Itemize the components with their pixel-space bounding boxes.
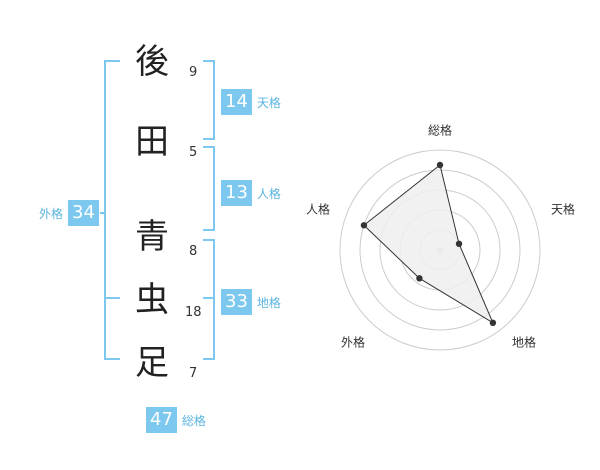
chikaku-label: 地格	[256, 295, 281, 310]
name-char-5: 足	[135, 343, 169, 383]
jinkaku-bracket	[203, 146, 215, 231]
radar-axis-label-jinkaku: 人格	[305, 202, 331, 217]
stroke-count-1: 9	[189, 65, 198, 80]
chikaku-bracket	[203, 239, 215, 360]
tenkaku-value: 14	[221, 89, 252, 115]
radar-axis-label-gaikaku: 外格	[340, 335, 366, 350]
stroke-count-3: 8	[189, 244, 198, 259]
chikaku-value: 33	[221, 289, 252, 315]
radar-ring	[339, 149, 541, 351]
radar-point-2	[455, 240, 463, 248]
name-char-2: 田	[135, 122, 169, 162]
radar-axis-label-soukaku: 総格	[427, 123, 453, 138]
jinkaku-value: 13	[221, 180, 252, 206]
tenkaku-label: 天格	[256, 95, 281, 110]
radar-axis-label-tenkaku: 天格	[550, 202, 576, 217]
radar-axis-label-chikaku: 地格	[511, 335, 537, 350]
jinkaku-label: 人格	[256, 186, 281, 201]
radar-point-5	[360, 222, 368, 229]
gaikaku-value: 34	[68, 200, 99, 226]
tenkaku-badge: 14 天格	[221, 89, 281, 115]
stroke-count-5: 7	[189, 366, 198, 381]
radar-point-1	[436, 161, 444, 169]
radar-series-polygon	[363, 164, 494, 325]
name-char-3: 青	[135, 217, 169, 257]
soukaku-value: 47	[146, 407, 177, 433]
soukaku-label: 総格	[181, 413, 206, 428]
radar-point-3	[489, 319, 497, 327]
gaikaku-bracket	[104, 60, 120, 360]
soukaku-badge: 47 総格	[146, 407, 206, 433]
gaikaku-badge: 34 外格	[39, 200, 99, 226]
tenkaku-bracket	[203, 60, 215, 140]
gaikaku-label: 外格	[39, 206, 64, 221]
chikaku-badge: 33 地格	[221, 289, 281, 315]
name-char-1: 後	[135, 42, 169, 82]
stroke-count-2: 5	[189, 145, 198, 160]
jinkaku-badge: 13 人格	[221, 180, 281, 206]
stroke-count-4: 18	[185, 305, 202, 320]
name-char-4: 虫	[135, 280, 169, 320]
radar-point-4	[416, 275, 423, 282]
